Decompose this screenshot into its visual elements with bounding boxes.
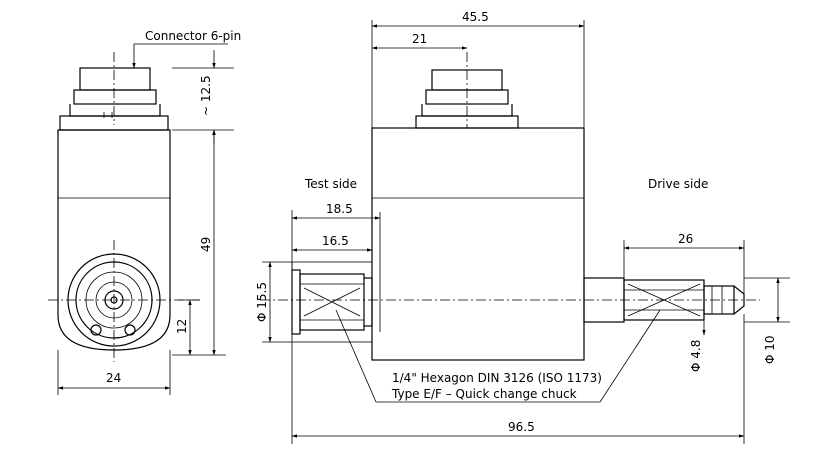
drive-side-label: Drive side [648, 177, 708, 191]
test-len-outer-dim: 18.5 [326, 202, 353, 216]
connector-label: Connector 6-pin [145, 29, 241, 43]
lower-height-dim: 12 [175, 319, 189, 334]
drive-dia-outer-dim: Φ 10 [763, 335, 777, 364]
test-dia-dim: Φ 15.5 [255, 282, 269, 322]
side-connector-collar [73, 89, 157, 105]
hexagon-spec-line1: 1/4" Hexagon DIN 3126 (ISO 1173) [392, 371, 602, 385]
connector-offset-dim: 21 [412, 32, 427, 46]
overall-len-dim: 96.5 [508, 420, 535, 434]
body-height-dim: 49 [199, 237, 213, 252]
side-width-dim: 24 [106, 371, 121, 385]
side-connector-top [79, 67, 151, 91]
test-side-label: Test side [304, 177, 357, 191]
total-width-dim: 45.5 [462, 10, 489, 24]
side-flange [59, 115, 169, 131]
drive-dia-inner-dim: Φ 4.8 [689, 340, 703, 372]
connector-height-dim: ~ 12.5 [199, 75, 213, 116]
front-view: Test side Drive side 45.5 21 18.5 16.5 2… [255, 10, 790, 444]
side-view: Connector 6-pin ~ 12.5 49 12 24 [48, 29, 241, 395]
test-len-inner-dim: 16.5 [322, 234, 349, 248]
front-body [371, 127, 585, 361]
hexagon-spec-line2: Type E/F – Quick change chuck [391, 387, 577, 401]
drive-len-dim: 26 [678, 232, 693, 246]
